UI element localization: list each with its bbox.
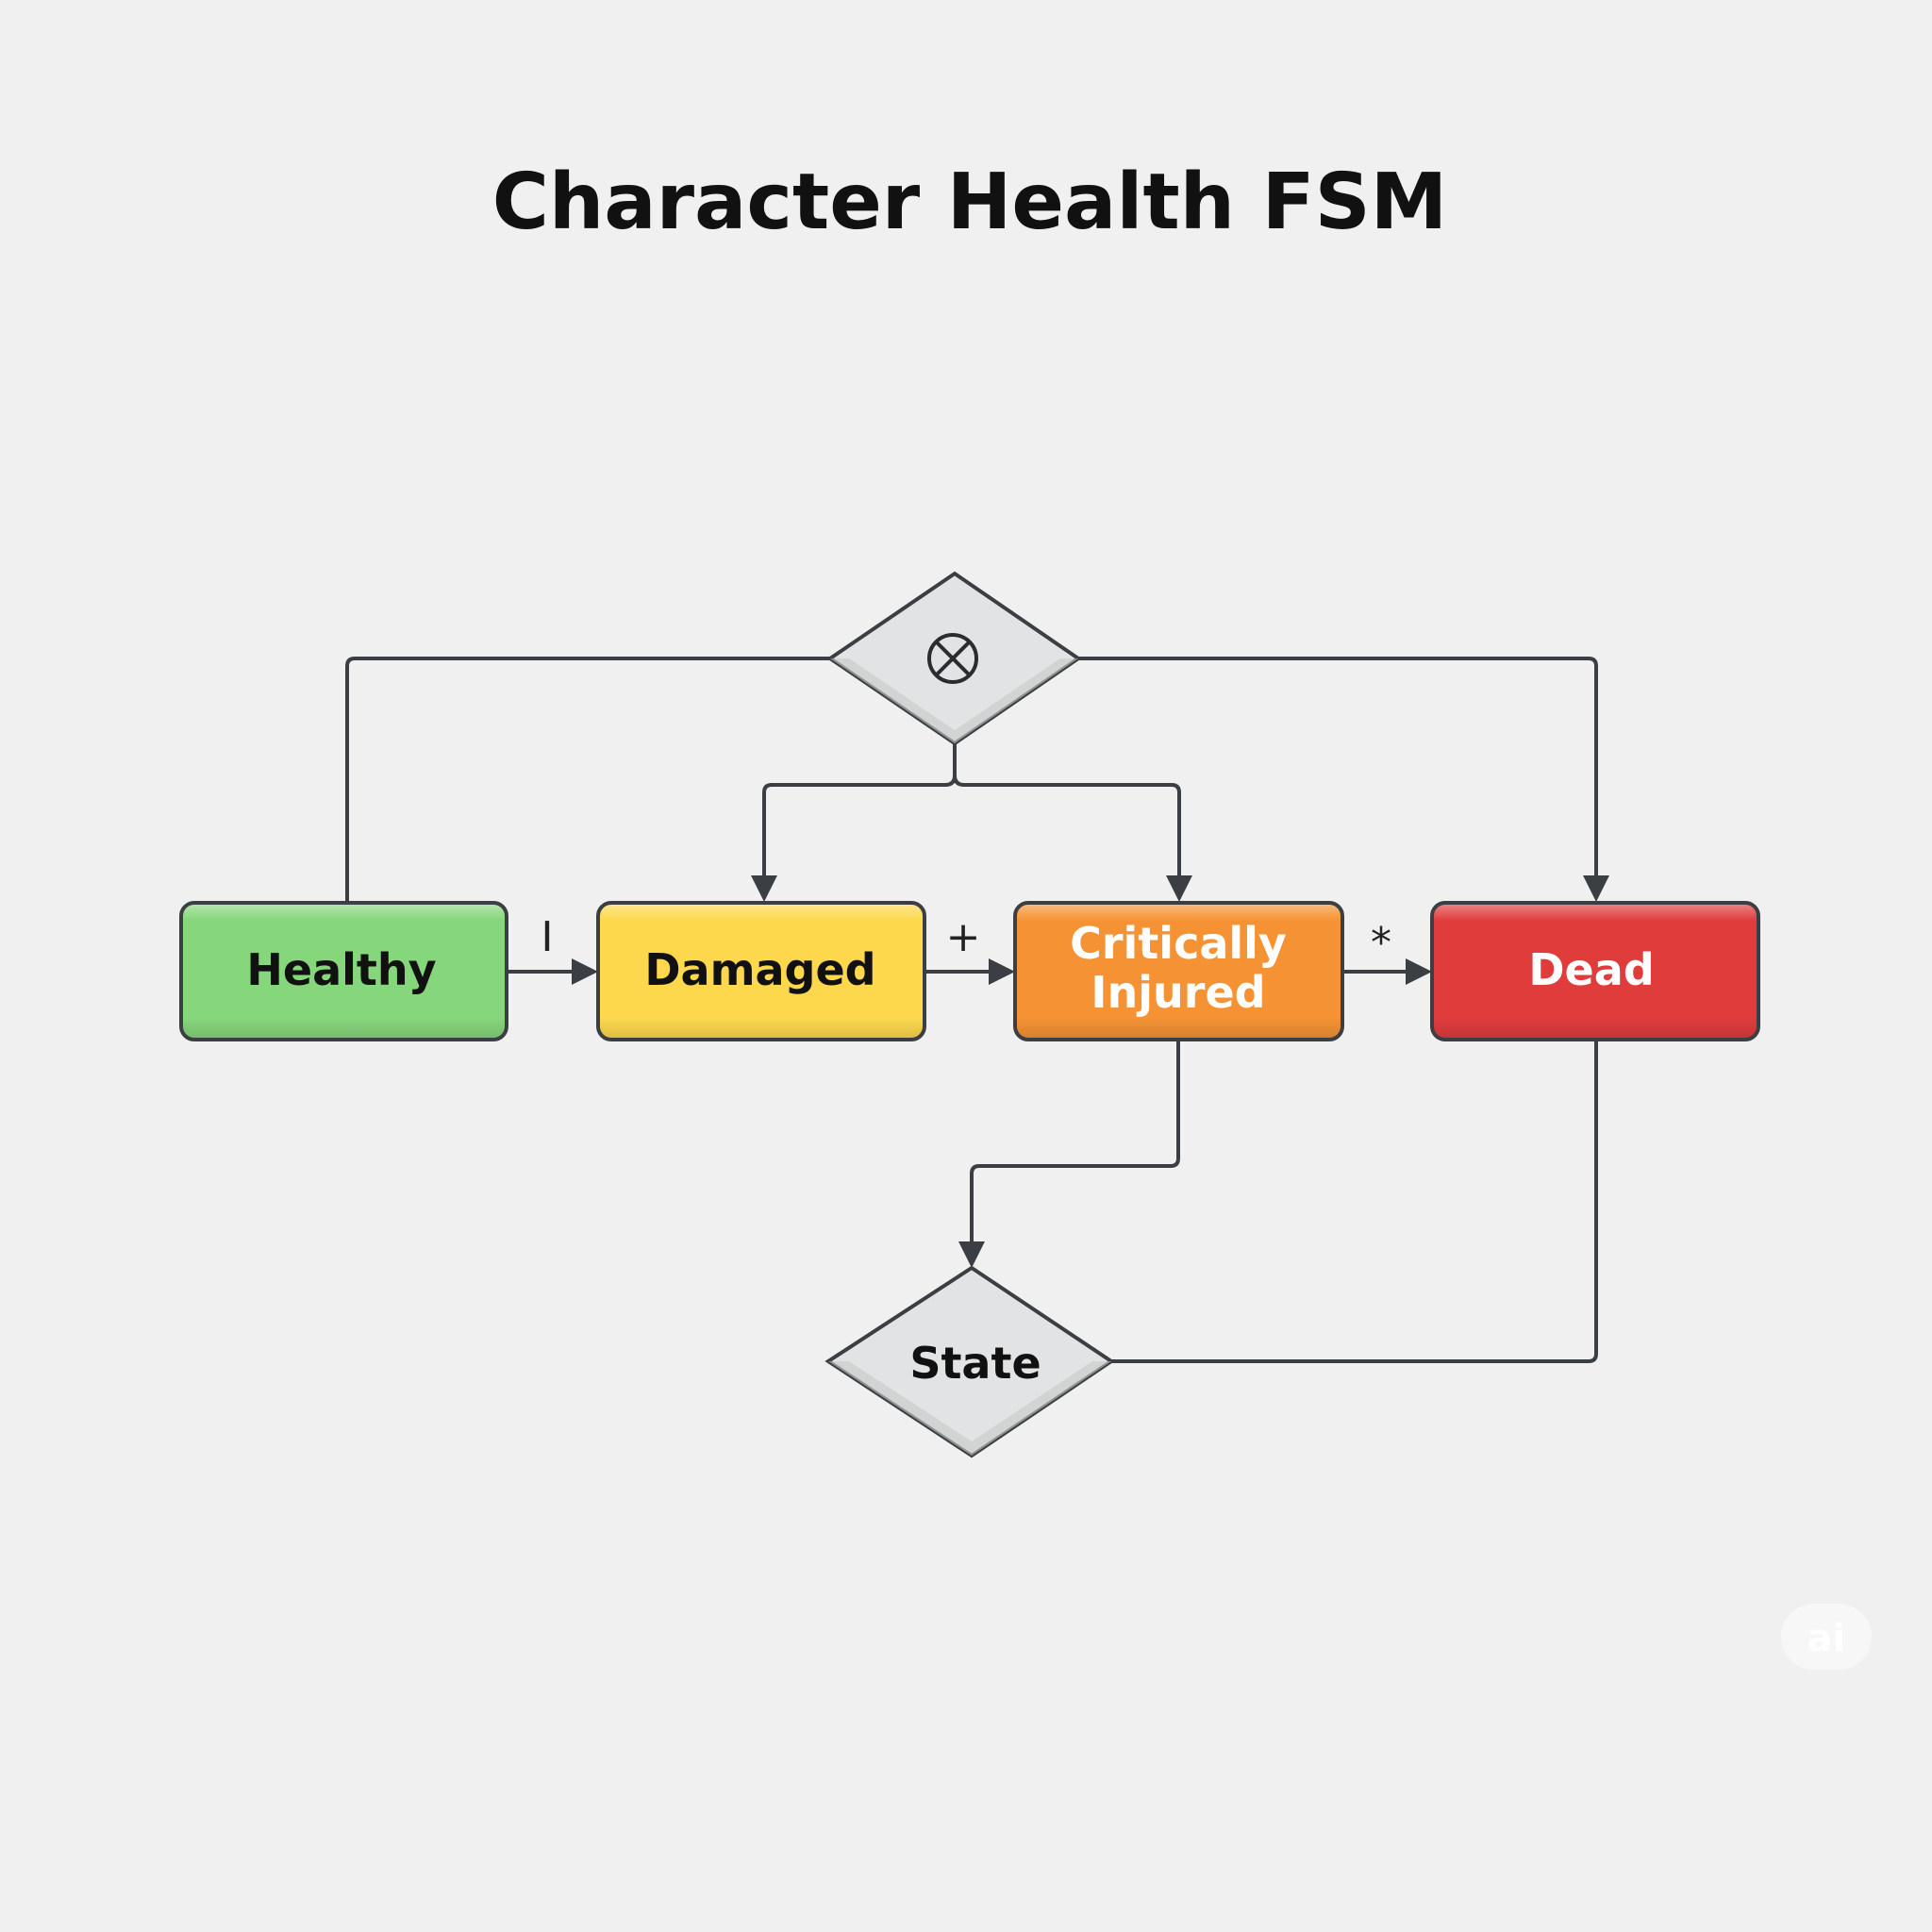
arrowhead-dead-top (1583, 875, 1609, 902)
state-dead-label: Dead (1528, 944, 1654, 995)
state-damaged-label: Damaged (644, 944, 875, 995)
state-damaged[interactable]: Damaged (596, 901, 926, 1041)
state-critically-injured[interactable]: Critically Injured (1013, 901, 1344, 1041)
circled-times-icon (927, 633, 978, 684)
state-healthy-label: Healthy (246, 944, 436, 995)
connector-top-decision-to-damaged (762, 743, 957, 877)
top-decision-node[interactable] (826, 571, 1082, 746)
state-dead[interactable]: Dead (1430, 901, 1760, 1041)
connector-state-to-dead (1111, 1040, 1598, 1363)
edge-label-damaged-critical: + (946, 913, 981, 961)
state-critically-injured-label-line1: Critically (1070, 918, 1287, 969)
arrowhead-critical-left (989, 958, 1015, 985)
watermark-badge: ai (1781, 1604, 1872, 1670)
arrowhead-dead-left (1406, 958, 1432, 985)
connector-top-decision-to-critical (953, 774, 1181, 877)
arrowhead-state-top (958, 1241, 985, 1268)
state-healthy[interactable]: Healthy (179, 901, 508, 1041)
arrowhead-damaged-left (572, 958, 598, 985)
state-critically-injured-label-line2: Injured (1091, 967, 1265, 1018)
edge-label-healthy-damaged: I (541, 913, 554, 961)
state-decision-node[interactable]: State (824, 1265, 1115, 1458)
state-decision-label: State (909, 1338, 1041, 1389)
watermark-text: ai (1807, 1617, 1846, 1660)
arrowhead-damaged-top (751, 875, 777, 902)
connector-healthy-to-top-decision (345, 657, 830, 901)
connector-critical-to-state (970, 1040, 1180, 1243)
arrowhead-critical-top (1166, 875, 1192, 902)
connectors (345, 657, 1609, 1363)
diagram-title: Character Health FSM (492, 158, 1448, 247)
edge-label-critical-dead: * (1371, 919, 1391, 967)
connector-top-decision-to-dead (1078, 657, 1598, 877)
